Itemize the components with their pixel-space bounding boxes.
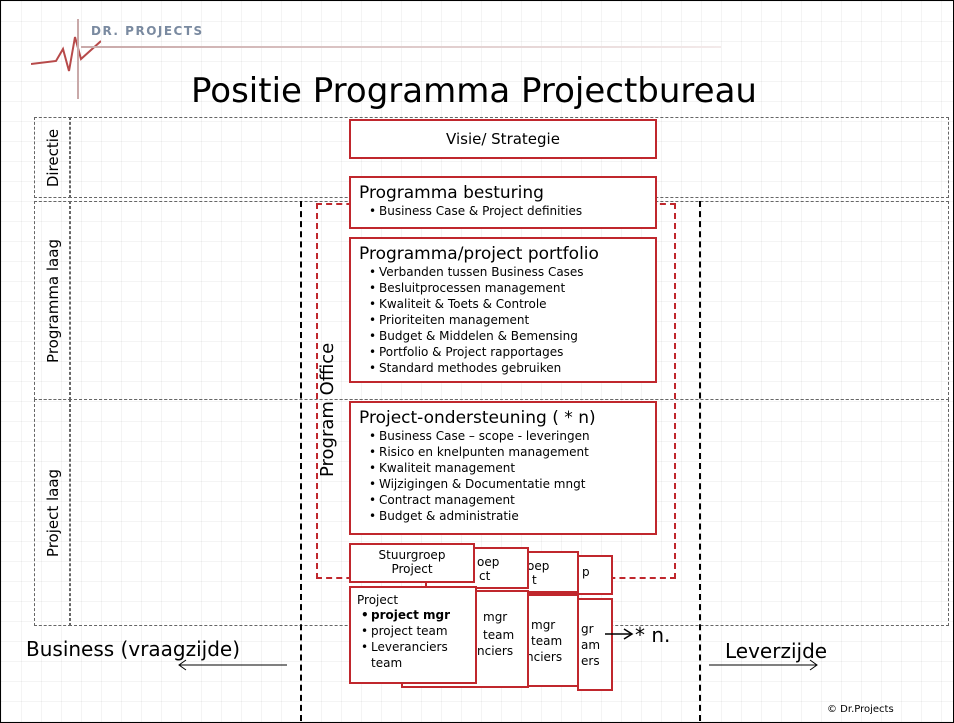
copyright: © Dr.Projects bbox=[827, 704, 894, 715]
stack-fragment: am bbox=[581, 638, 601, 652]
project-card-title: Project bbox=[357, 593, 399, 607]
project-card-back: gr am ers bbox=[577, 598, 613, 691]
portfolio-item: Portfolio & Project rapportages bbox=[369, 344, 647, 360]
support-item: Kwaliteit management bbox=[369, 460, 647, 476]
stack-fragment: team bbox=[483, 628, 515, 642]
project-card-item: project team bbox=[361, 623, 469, 639]
support-box: Project-ondersteuning ( * n) Business Ca… bbox=[349, 401, 657, 535]
stack-fragment: oep bbox=[477, 555, 500, 569]
portfolio-item: Verbanden tussen Business Cases bbox=[369, 264, 647, 280]
steering-title: Programma besturing bbox=[359, 183, 544, 203]
logo-text: DR. PROJECTS bbox=[91, 24, 204, 38]
steering-item: Business Case & Project definities bbox=[369, 203, 647, 219]
portfolio-item: Budget & Middelen & Bemensing bbox=[369, 328, 647, 344]
support-item: Contract management bbox=[369, 492, 647, 508]
programma-label-box: Programma laag bbox=[34, 201, 71, 400]
support-item: Budget & administratie bbox=[369, 508, 647, 524]
portfolio-item: Standard methodes gebruiken bbox=[369, 360, 647, 376]
stack-fragment: p bbox=[582, 565, 590, 579]
stack-fragment: mgr bbox=[483, 610, 508, 624]
support-item: Risico en knelpunten management bbox=[369, 444, 647, 460]
business-label: Business (vraagzijde) bbox=[26, 637, 241, 661]
support-item: Business Case – scope - leveringen bbox=[369, 428, 647, 444]
directie-label-box: Directie bbox=[34, 117, 71, 198]
stack-fragment: team bbox=[531, 634, 563, 648]
portfolio-box: Programma/project portfolio Verbanden tu… bbox=[349, 237, 657, 383]
portfolio-item: Kwaliteit & Toets & Controle bbox=[369, 296, 647, 312]
directie-label: Directie bbox=[43, 128, 62, 187]
arrow-right-icon bbox=[709, 659, 818, 671]
portfolio-title: Programma/project portfolio bbox=[359, 244, 599, 264]
support-item: Wijzigingen & Documentatie mngt bbox=[369, 476, 647, 492]
logo-underline bbox=[81, 46, 721, 48]
steering-box: Programma besturing Business Case & Proj… bbox=[349, 176, 657, 229]
stack-fragment: nciers bbox=[477, 644, 514, 658]
stack-fragment: ers bbox=[581, 654, 600, 668]
stack-fragment: mgr bbox=[531, 618, 556, 632]
arrow-right-icon bbox=[605, 628, 634, 640]
supplier-label: Leverzijde bbox=[725, 639, 828, 663]
stack-fragment: ct bbox=[479, 569, 491, 583]
slide-title: Positie Programma Projectbureau bbox=[191, 71, 757, 111]
multiplier-label: * n. bbox=[635, 623, 671, 647]
project-label: Project laag bbox=[43, 468, 62, 557]
support-title: Project-ondersteuning ( * n) bbox=[359, 408, 596, 428]
project-card-item: Leveranciers team bbox=[361, 639, 451, 671]
arrow-left-icon bbox=[178, 659, 287, 671]
project-card-item: project mgr bbox=[361, 607, 469, 623]
logo-mark-icon bbox=[31, 19, 101, 99]
supplier-boundary-line bbox=[699, 201, 701, 721]
program-office-label: Program Office bbox=[317, 343, 338, 477]
vision-box: Visie/ Strategie bbox=[349, 119, 657, 159]
stack-fragment: nciers bbox=[526, 650, 563, 664]
stuurgroep-line1: Stuurgroep bbox=[378, 548, 446, 562]
portfolio-item: Besluitprocessen management bbox=[369, 280, 647, 296]
business-boundary-line bbox=[300, 201, 302, 721]
stack-fragment: oep bbox=[527, 559, 550, 573]
stuurgroep-card-front: Stuurgroep Project bbox=[349, 543, 475, 583]
stuurgroep-line2: Project bbox=[391, 562, 433, 576]
vision-title: Visie/ Strategie bbox=[446, 130, 560, 148]
stack-fragment: t bbox=[532, 573, 537, 587]
project-label-box: Project laag bbox=[34, 399, 71, 626]
project-card-front: Project project mgr project team Leveran… bbox=[349, 586, 477, 684]
stack-fragment: gr bbox=[581, 622, 594, 636]
portfolio-item: Prioriteiten management bbox=[369, 312, 647, 328]
programma-label: Programma laag bbox=[43, 238, 62, 363]
